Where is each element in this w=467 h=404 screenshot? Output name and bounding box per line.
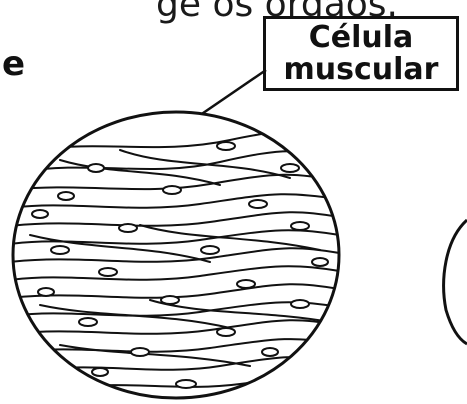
adjacent-tissue-circle-edge xyxy=(444,220,467,344)
